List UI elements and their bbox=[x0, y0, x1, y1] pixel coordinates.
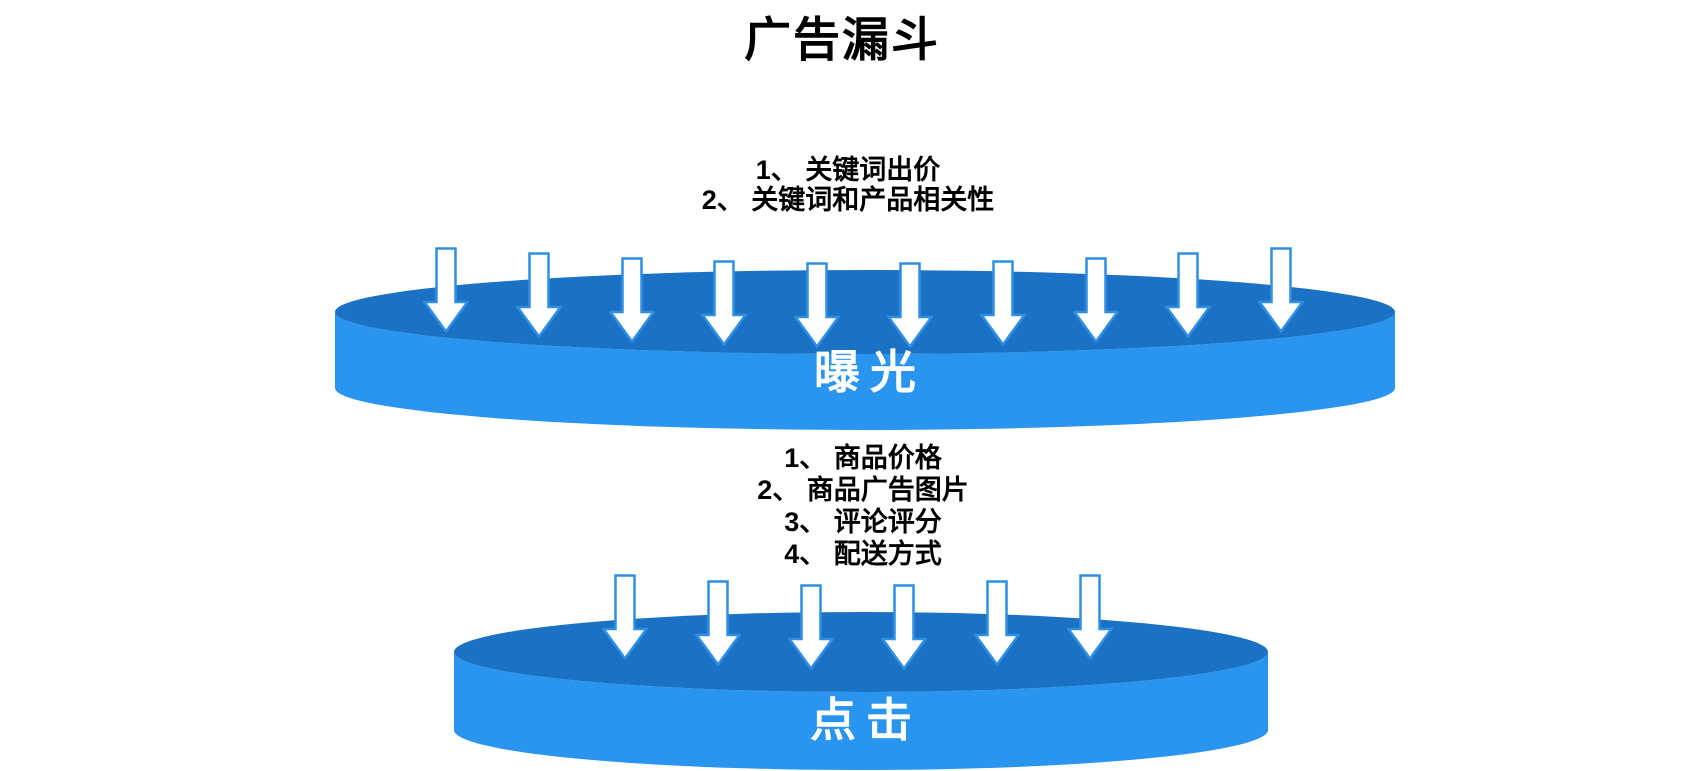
down-arrow-shape bbox=[1258, 247, 1305, 333]
page-title: 广告漏斗 bbox=[744, 13, 940, 66]
down-arrow-shape bbox=[602, 574, 648, 660]
disc-body-shape bbox=[335, 312, 1395, 430]
funnel-disc-exposure bbox=[335, 270, 1395, 430]
down-arrow-icon bbox=[515, 252, 562, 338]
down-arrow-icon bbox=[701, 260, 748, 346]
down-arrow-icon bbox=[974, 580, 1020, 666]
down-arrow-icon bbox=[881, 584, 927, 670]
down-arrow-shape bbox=[979, 260, 1026, 346]
down-arrow-shape bbox=[794, 262, 841, 348]
factor-item: 1、 关键词出价 bbox=[755, 155, 941, 185]
down-arrow-shape bbox=[701, 260, 748, 346]
disc-top-shape bbox=[335, 270, 1395, 354]
disc-body-shape bbox=[454, 652, 1268, 770]
down-arrow-icon bbox=[1258, 247, 1305, 333]
down-arrow-shape bbox=[788, 584, 834, 670]
down-arrow-icon bbox=[794, 262, 841, 348]
down-arrow-shape bbox=[1165, 252, 1212, 338]
factor-item: 3、 评论评分 bbox=[784, 507, 942, 537]
down-arrow-shape bbox=[974, 580, 1020, 666]
disc-top-shape bbox=[454, 612, 1268, 692]
factor-item: 1、 商品价格 bbox=[784, 443, 942, 473]
down-arrow-icon bbox=[608, 257, 655, 343]
down-arrow-shape bbox=[1067, 574, 1113, 660]
down-arrow-shape bbox=[887, 262, 933, 348]
factor-item: 4、 配送方式 bbox=[784, 539, 942, 569]
funnel-disc-click bbox=[454, 612, 1268, 770]
down-arrow-shape bbox=[1072, 257, 1119, 343]
stage2-label: 点击 bbox=[810, 694, 922, 746]
down-arrow-icon bbox=[695, 580, 741, 666]
stage1-label: 曝光 bbox=[814, 346, 926, 398]
down-arrow-shape bbox=[423, 247, 469, 333]
down-arrow-shape bbox=[881, 584, 927, 670]
factor-item: 2、 商品广告图片 bbox=[757, 475, 969, 505]
down-arrow-shape bbox=[608, 257, 655, 343]
down-arrow-icon bbox=[602, 574, 648, 660]
factor-item: 2、 关键词和产品相关性 bbox=[701, 185, 995, 215]
down-arrow-icon bbox=[887, 262, 933, 348]
down-arrow-icon bbox=[1165, 252, 1212, 338]
down-arrow-icon bbox=[979, 260, 1026, 346]
down-arrow-shape bbox=[695, 580, 741, 666]
down-arrow-icon bbox=[1072, 257, 1119, 343]
down-arrow-shape bbox=[515, 252, 562, 338]
down-arrow-icon bbox=[1067, 574, 1113, 660]
down-arrow-icon bbox=[423, 247, 469, 333]
down-arrow-icon bbox=[788, 584, 834, 670]
